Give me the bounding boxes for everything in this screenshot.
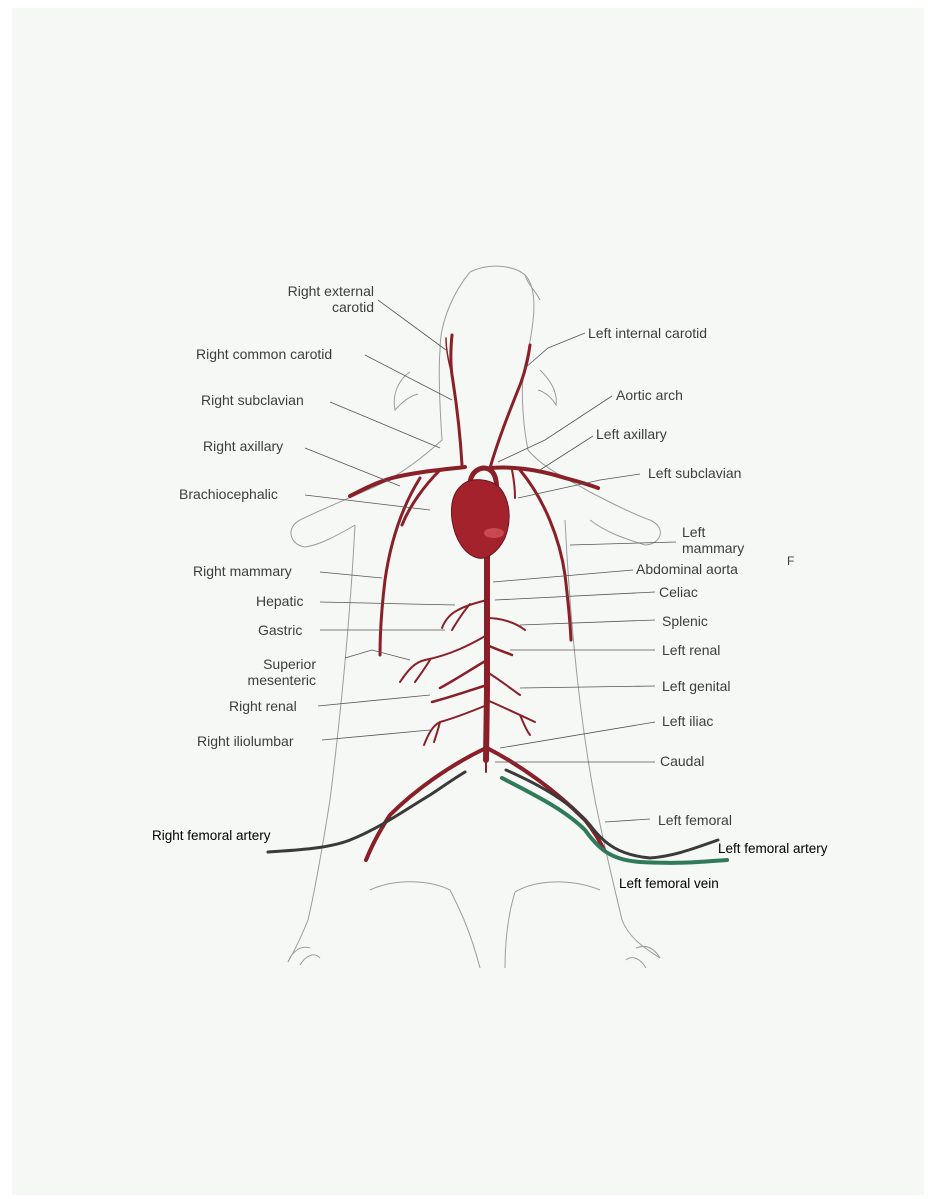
- label-abdominal-aorta: Abdominal aorta: [636, 561, 738, 577]
- label-left-renal: Left renal: [662, 642, 720, 658]
- label-superior-mesenteric: Superior mesenteric: [230, 656, 316, 688]
- label-right-common-carotid: Right common carotid: [196, 346, 332, 362]
- annotation-left-femoral-vein: Left femoral vein: [619, 876, 719, 892]
- left-genital-branch: [487, 672, 520, 695]
- left-iliolumbar-branch: [487, 700, 535, 735]
- label-hepatic: Hepatic: [256, 593, 303, 609]
- right-renal-branch: [440, 660, 487, 688]
- label-gastric: Gastric: [258, 622, 302, 638]
- label-celiac: Celiac: [659, 584, 698, 600]
- label-aortic-arch: Aortic arch: [616, 387, 683, 403]
- label-brachiocephalic: Brachiocephalic: [179, 486, 278, 502]
- left-renal-branch: [487, 645, 512, 655]
- right-axillary-vessel: [350, 467, 465, 496]
- page-marker: F: [787, 553, 794, 569]
- label-left-axillary: Left axillary: [596, 426, 667, 442]
- heart: [451, 480, 509, 559]
- label-left-internal-carotid: Left internal carotid: [588, 325, 707, 341]
- label-left-femoral: Left femoral: [658, 812, 732, 828]
- annotation-left-femoral-artery: Left femoral artery: [718, 841, 828, 857]
- left-subclavian-vessel: [512, 470, 515, 498]
- label-right-external-carotid: Right external carotid: [256, 283, 374, 315]
- arterial-tree: [350, 335, 604, 860]
- left-axillary-vessel: [490, 467, 598, 488]
- rat-body-outline: [288, 266, 660, 968]
- label-splenic: Splenic: [662, 613, 708, 629]
- abdominal-aorta-vessel: [486, 545, 487, 760]
- label-left-subclavian: Left subclavian: [648, 465, 741, 481]
- label-right-subclavian: Right subclavian: [201, 392, 304, 408]
- label-right-iliolumbar: Right iliolumbar: [197, 733, 293, 749]
- label-caudal: Caudal: [660, 753, 704, 769]
- label-left-mammary: Left mammary: [682, 524, 744, 556]
- label-right-axillary: Right axillary: [203, 438, 283, 454]
- right-iliac-vessel: [366, 748, 486, 860]
- right-common-carotid-vessel: [451, 335, 462, 465]
- superior-mesenteric-branch: [400, 635, 487, 682]
- leader-lines: [305, 300, 676, 822]
- splenic-branch: [487, 618, 525, 630]
- label-left-genital: Left genital: [662, 678, 731, 694]
- label-right-renal: Right renal: [229, 698, 297, 714]
- label-left-iliac: Left iliac: [662, 713, 713, 729]
- label-right-mammary: Right mammary: [193, 563, 292, 579]
- right-femoral-artery-line: [268, 772, 465, 852]
- annotation-right-femoral-artery: Right femoral artery: [152, 828, 271, 844]
- right-iliolumbar-branch: [424, 705, 487, 745]
